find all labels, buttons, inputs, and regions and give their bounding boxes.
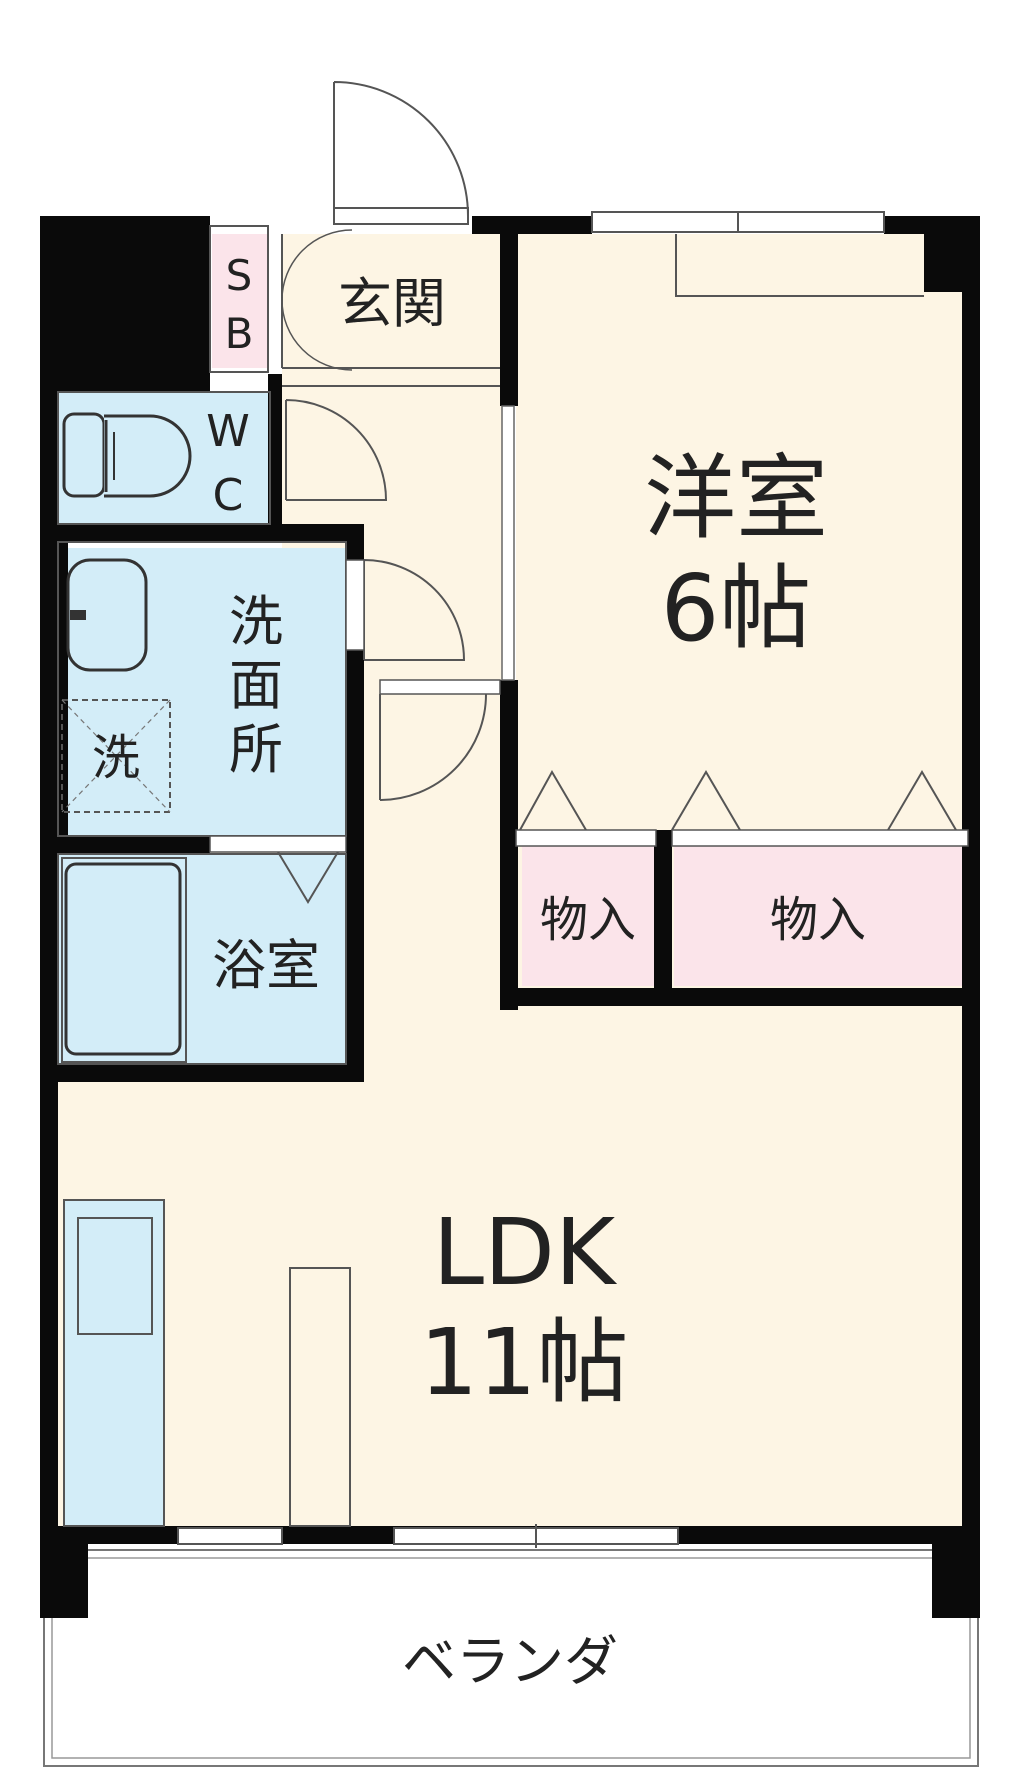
senmenjo-label-3: 所 <box>229 718 283 781</box>
veranda-label: ベランダ <box>402 1630 618 1693</box>
wc-label-w: W <box>206 406 250 457</box>
bathtub-inner <box>64 862 182 1056</box>
wc-door <box>285 399 388 501</box>
kitchen-sink <box>77 1217 153 1335</box>
ldk-floor-lower <box>50 1080 970 1540</box>
sb-label-b: B <box>225 309 254 358</box>
sb-doors <box>281 229 353 371</box>
yoshitsu-sliding-door <box>501 405 515 681</box>
veranda-inner <box>51 1557 971 1759</box>
wc-label-c: C <box>213 470 244 521</box>
washer-space <box>61 699 171 813</box>
ldk-door-frame <box>379 679 501 695</box>
ldk-door-swing <box>379 693 487 801</box>
sb-label-s: S <box>226 251 253 300</box>
entrance-door-frame <box>333 207 469 225</box>
yoshitsu-name: 洋室 <box>644 445 828 552</box>
closet-left-door <box>519 769 587 831</box>
closet-left-label: 物入 <box>540 892 636 948</box>
genkan-label: 玄関 <box>338 272 446 335</box>
wc-outline <box>57 391 271 525</box>
sb-floor <box>212 234 268 368</box>
yoshitsu-shelf <box>675 234 924 297</box>
fridge-space <box>289 1267 351 1527</box>
senmenjo-outline <box>57 541 347 837</box>
ldk-size: 11帖 <box>419 1309 628 1416</box>
wash-basin <box>66 558 148 672</box>
toilet-bowl <box>104 414 192 498</box>
closet-right-door <box>887 770 957 831</box>
walls <box>40 216 980 1618</box>
entrance-door-swing <box>333 81 469 217</box>
closet-right-label: 物入 <box>770 892 866 948</box>
senmenjo-label-2: 面 <box>229 654 283 717</box>
sb-outline <box>209 225 269 373</box>
bath-door <box>277 851 339 904</box>
veranda-outline <box>43 1549 979 1767</box>
closet-left-floor <box>522 846 654 986</box>
yokushitsu-floor <box>58 854 346 1076</box>
bathtub <box>61 857 187 1063</box>
ldk-window-small <box>177 1527 283 1545</box>
closet-right-floor <box>674 846 966 986</box>
yokushitsu-label: 浴室 <box>212 934 320 997</box>
senmenjo-label-1: 洗 <box>229 590 283 653</box>
washer-label: 洗 <box>92 730 140 786</box>
toilet-tank <box>62 412 106 498</box>
genkan-floor <box>282 234 506 368</box>
ldk-name: LDK <box>433 1199 618 1306</box>
yoshitsu-size: 6帖 <box>661 555 812 662</box>
yokushitsu-outline <box>57 853 347 1065</box>
closet-mid-door <box>671 770 741 831</box>
